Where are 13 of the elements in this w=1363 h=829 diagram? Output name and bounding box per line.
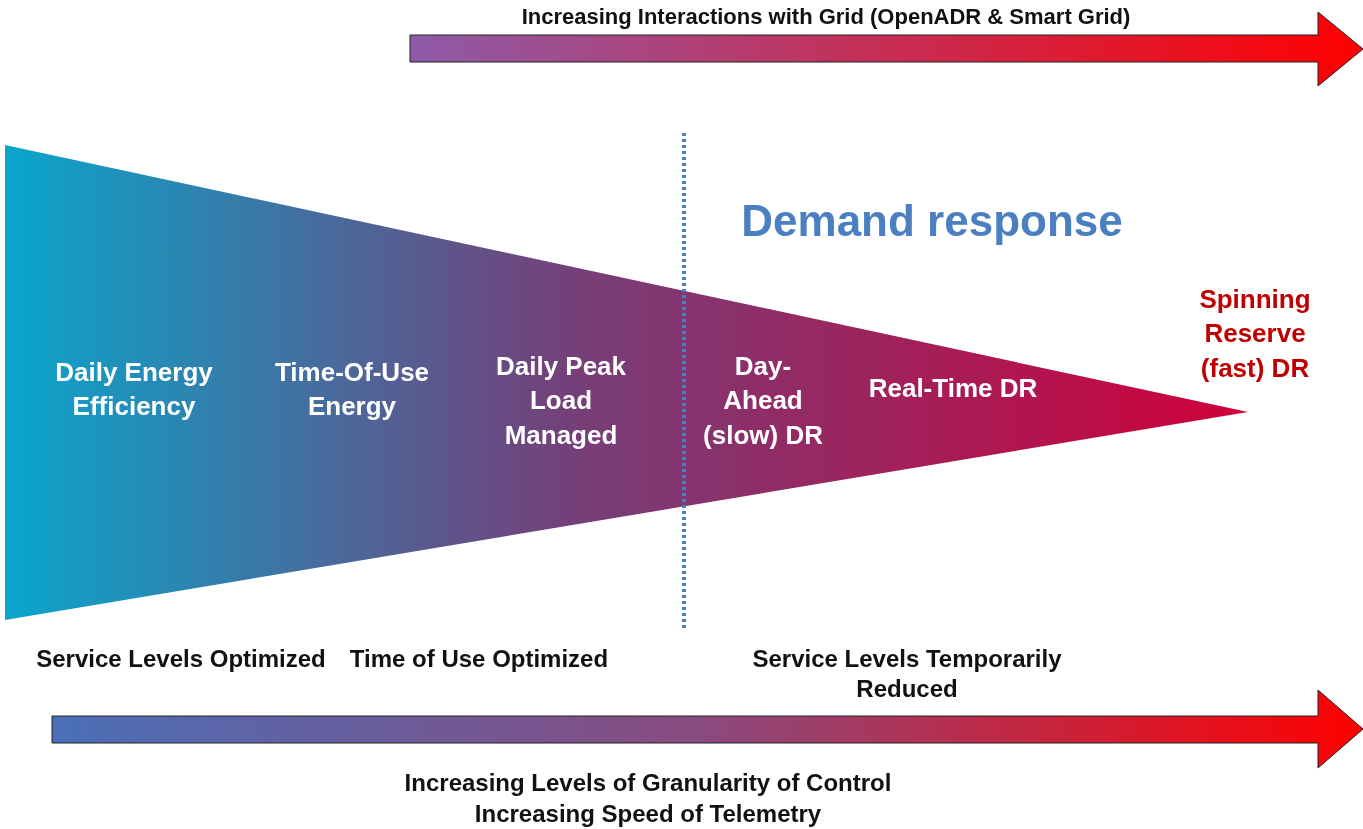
arrow-caption: Increasing Speed of Telemetry	[473, 799, 823, 829]
stage-label: Real-Time DR	[867, 371, 1039, 405]
arrow-caption: Increasing Levels of Granularity of Control	[403, 768, 893, 798]
arrow-caption: Increasing Interactions with Grid (OpenADR & Smart Grid)	[520, 3, 1132, 31]
level-label: Service Levels Optimized	[35, 644, 327, 674]
stage-label: Daily Peak Load Managed	[494, 349, 628, 452]
stage-label: Daily Energy Efficiency	[54, 355, 214, 423]
stage-label: Spinning Reserve (fast) DR	[1198, 282, 1312, 385]
level-label: Service Levels Temporarily Reduced	[751, 644, 1063, 704]
stage-label: Day-Ahead (slow) DR	[703, 349, 823, 452]
stage-label: Time-Of-Use Energy	[273, 355, 431, 423]
section-heading: Demand response	[740, 195, 1124, 247]
level-label: Time of Use Optimized	[349, 644, 609, 674]
